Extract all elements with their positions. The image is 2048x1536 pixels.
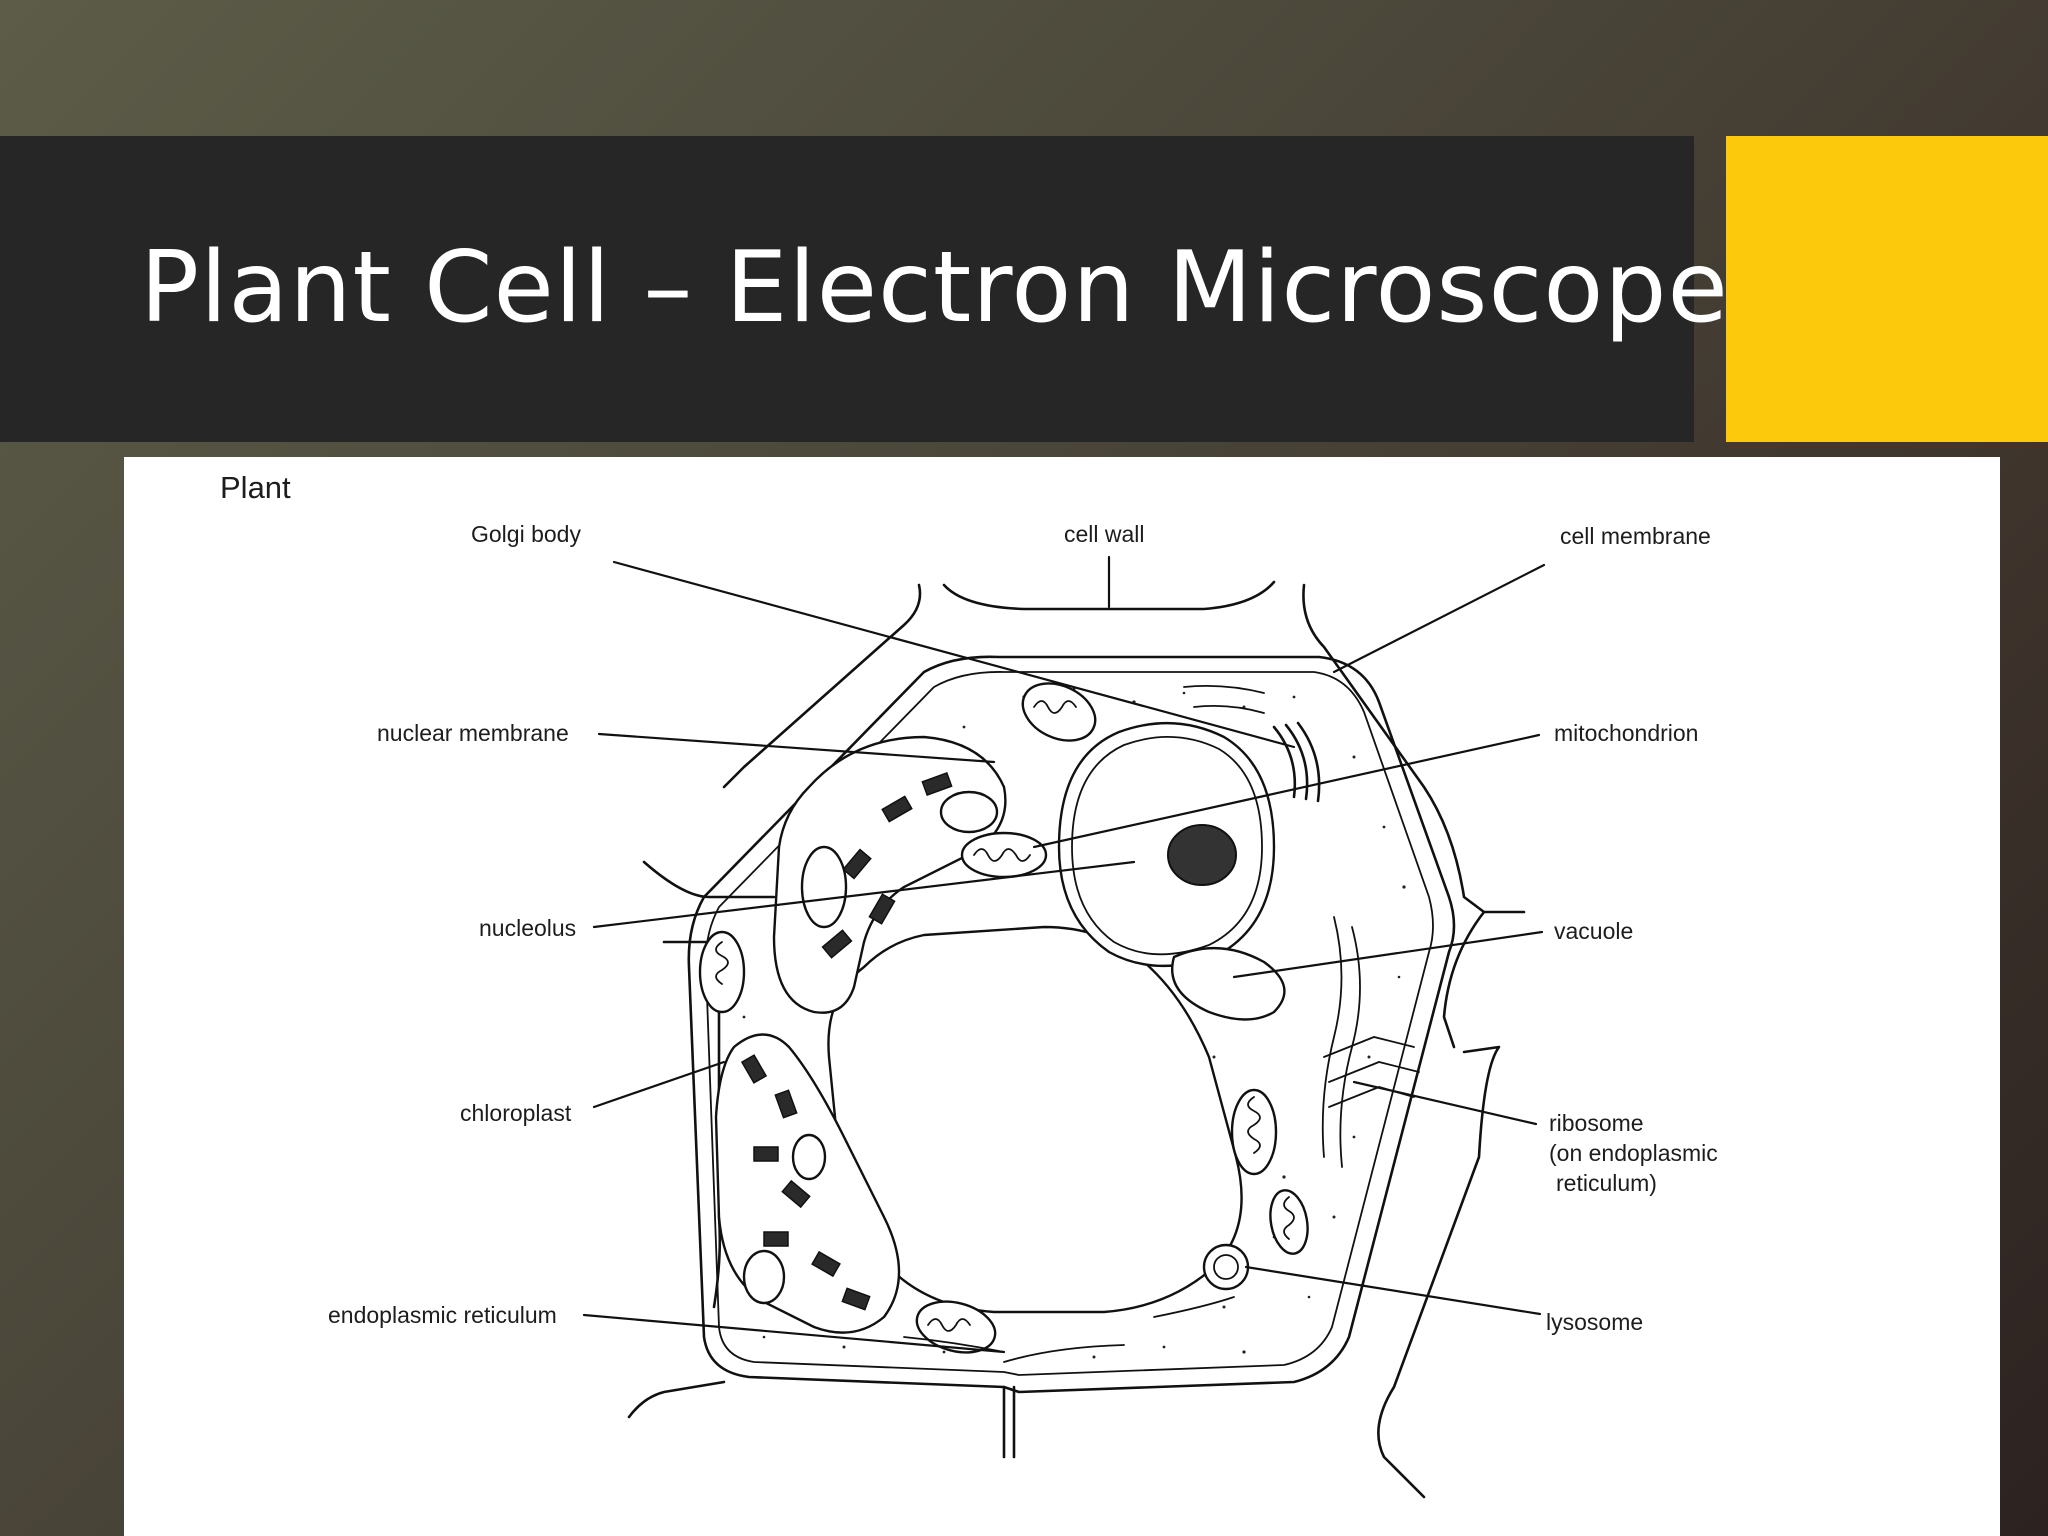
label-ribosome-line2: (on endoplasmic bbox=[1549, 1140, 1718, 1166]
mitochondria bbox=[698, 682, 1309, 1354]
leader-lines bbox=[582, 555, 1546, 1354]
label-nucleolus: nucleolus bbox=[479, 915, 576, 941]
label-mitochondrion: mitochondrion bbox=[1554, 720, 1698, 746]
label-golgi-body: Golgi body bbox=[471, 521, 581, 547]
label-chloroplast: chloroplast bbox=[460, 1100, 572, 1126]
chloroplast-upper bbox=[772, 735, 1007, 1014]
label-vacuole: vacuole bbox=[1554, 918, 1633, 944]
cell-wall bbox=[687, 655, 1456, 1394]
label-endoplasmic-reticulum: endoplasmic reticulum bbox=[328, 1302, 557, 1328]
title-bar bbox=[0, 136, 1694, 442]
label-lysosome: lysosome bbox=[1546, 1309, 1643, 1335]
plant-cell-diagram: Plant bbox=[220, 470, 1718, 1499]
lysosome bbox=[1202, 1243, 1250, 1291]
label-nuclear-membrane: nuclear membrane bbox=[377, 720, 569, 746]
diagram-heading: Plant bbox=[220, 470, 291, 505]
cell-membrane bbox=[704, 671, 1434, 1376]
neighbour-cell-walls bbox=[627, 580, 1526, 1499]
label-cell-membrane: cell membrane bbox=[1560, 523, 1711, 549]
diagram-panel: Plant bbox=[124, 457, 2000, 1536]
accent-block bbox=[1726, 136, 2048, 442]
label-ribosome: ribosome bbox=[1549, 1110, 1644, 1136]
label-ribosome-line3: reticulum) bbox=[1556, 1170, 1657, 1196]
chloroplast-lower bbox=[714, 1033, 901, 1334]
small-vacuole bbox=[1171, 947, 1286, 1021]
nucleus bbox=[1057, 721, 1276, 968]
label-cell-wall: cell wall bbox=[1064, 521, 1145, 547]
nucleolus bbox=[1167, 824, 1237, 886]
slide-title: Plant Cell – Electron Microscope bbox=[140, 231, 1729, 345]
